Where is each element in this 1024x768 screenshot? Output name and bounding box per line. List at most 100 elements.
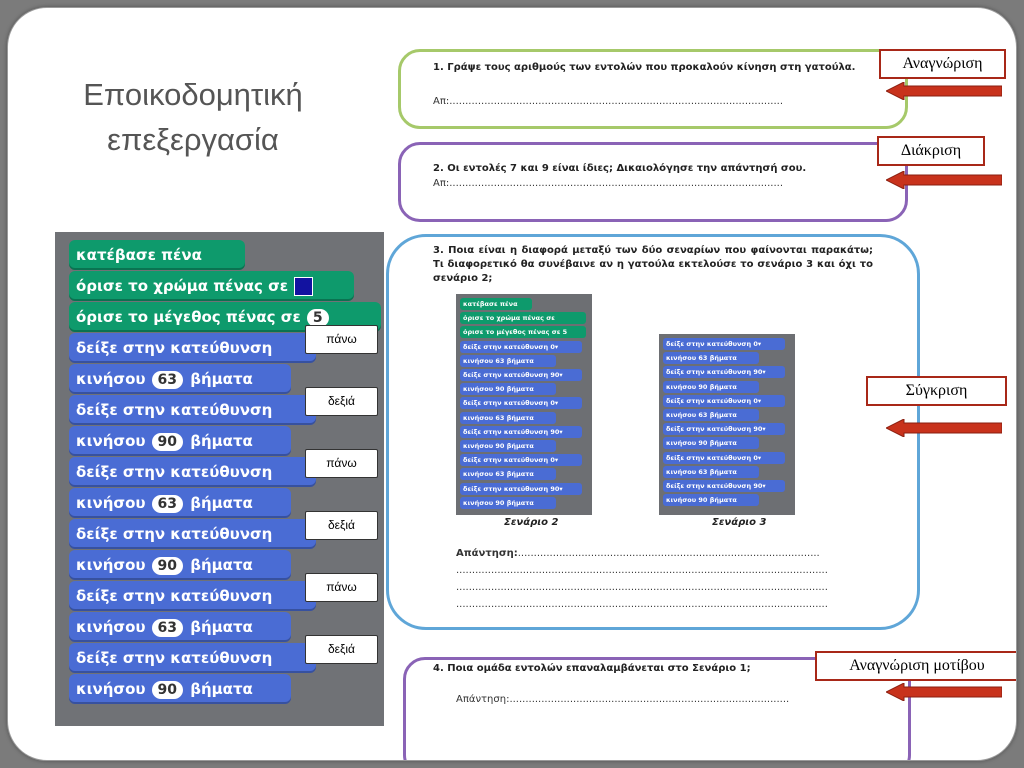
mini-pen-block: όρισε το χρώμα πένας σε <box>460 312 586 325</box>
mini-motion-block: κινήσου 90 βήματα <box>460 496 556 509</box>
block-label: κινήσου <box>76 680 146 698</box>
mini-motion-block: κινήσου 63 βήματα <box>663 352 759 365</box>
label-discrimination: Διάκριση <box>877 136 985 166</box>
slide-frame: Εποικοδομητική επεξεργασία κατέβασε πένα… <box>7 7 1017 761</box>
move-steps-block: κινήσου 63 βήματα <box>69 364 291 394</box>
mini-motion-block: κινήσου 90 βήματα <box>663 494 759 507</box>
point-direction-block: δείξε στην κατεύθυνση <box>69 457 316 487</box>
block-suffix: βήματα <box>185 680 253 698</box>
point-direction-block: δείξε στην κατεύθυνση <box>69 643 316 673</box>
mini-motion-block: δείξε στην κατεύθυνση 90▾ <box>663 366 785 379</box>
mini-motion-block: δείξε στην κατεύθυνση 0▾ <box>663 451 785 464</box>
arrow-left-icon <box>886 171 1002 189</box>
point-direction-block: δείξε στην κατεύθυνση <box>69 333 316 363</box>
direction-tag: δεξιά <box>305 511 378 540</box>
scenario-3-caption: Σενάριο 3 <box>712 517 767 528</box>
scratch-script-panel: κατέβασε πένα όρισε το χρώμα πένας σε όρισ… <box>55 232 384 726</box>
mini-motion-block: δείξε στην κατεύθυνση 90▾ <box>663 423 785 436</box>
mini-motion-block: κινήσου 63 βήματα <box>460 468 556 481</box>
question-1-answer-line: Απ:.....................................… <box>433 96 783 107</box>
block-number-input: 5 <box>306 309 329 327</box>
answer-line: ........................................… <box>456 599 828 610</box>
direction-tag: πάνω <box>305 325 378 354</box>
question-4-answer-line: Απάντηση:...............................… <box>456 694 790 705</box>
move-steps-block: κινήσου 90 βήματα <box>69 674 291 704</box>
move-steps-block: κινήσου 63 βήματα <box>69 612 291 642</box>
mini-motion-block: δείξε στην κατεύθυνση 0▾ <box>663 338 785 350</box>
block-number-input: 90 <box>151 557 183 575</box>
mini-motion-block: κινήσου 63 βήματα <box>663 409 759 421</box>
answer-line: ........................................… <box>456 582 828 593</box>
block-label: κατέβασε πένα <box>76 246 202 264</box>
block-label: όρισε το χρώμα πένας σε <box>76 277 289 295</box>
mini-pen-block: όρισε το μέγεθος πένας σε 5 <box>460 326 586 339</box>
block-number-input: 63 <box>151 371 183 389</box>
block-label: κινήσου <box>76 432 146 450</box>
block-label: δείξε στην κατεύθυνση <box>76 339 273 357</box>
scenario-3-script: δείξε στην κατεύθυνση 0▾κινήσου 63 βήματ… <box>659 334 795 515</box>
scenario-2-caption: Σενάριο 2 <box>504 517 559 528</box>
question-4-text: 4. Ποια ομάδα εντολών επαναλαμβάνεται στ… <box>433 663 751 674</box>
mini-motion-block: δείξε στην κατεύθυνση 0▾ <box>460 397 582 410</box>
question-3-answer-line: Απάντηση:...............................… <box>456 548 820 559</box>
arrow-left-icon <box>886 683 1002 701</box>
question-2-answer-line: Απ:.....................................… <box>433 178 783 189</box>
mini-motion-block: κινήσου 90 βήματα <box>460 440 556 452</box>
arrow-left-icon <box>886 82 1002 100</box>
mini-motion-block: κινήσου 63 βήματα <box>663 465 759 478</box>
direction-tag: πάνω <box>305 449 378 478</box>
mini-motion-block: κινήσου 90 βήματα <box>460 383 556 396</box>
block-number-input: 90 <box>151 433 183 451</box>
mini-motion-block: δείξε στην κατεύθυνση 90▾ <box>460 482 582 495</box>
question-2-text: 2. Οι εντολές 7 και 9 είναι ίδιες; Δικαι… <box>433 163 807 174</box>
mini-motion-block: κινήσου 90 βήματα <box>663 380 759 393</box>
mini-motion-block: δείξε στην κατεύθυνση 90▾ <box>460 369 582 381</box>
block-label: κινήσου <box>76 618 146 636</box>
label-comparison: Σύγκριση <box>866 376 1007 406</box>
move-steps-block: κινήσου 90 βήματα <box>69 426 291 456</box>
block-suffix: βήματα <box>185 618 253 636</box>
label-recognition: Αναγνώριση <box>879 49 1006 79</box>
mini-motion-block: δείξε στην κατεύθυνση 0▾ <box>460 340 582 353</box>
mini-motion-block: δείξε στην κατεύθυνση 0▾ <box>663 394 785 407</box>
point-direction-block: δείξε στην κατεύθυνση <box>69 395 316 425</box>
question-4-box <box>403 657 911 760</box>
block-label: όρισε το μέγεθος πένας σε <box>76 308 301 326</box>
mini-motion-block: δείξε στην κατεύθυνση 90▾ <box>460 425 582 438</box>
mini-motion-block: κινήσου 63 βήματα <box>460 411 556 424</box>
mini-motion-block: δείξε στην κατεύθυνση 0▾ <box>460 454 582 467</box>
block-number-input: 63 <box>151 619 183 637</box>
answer-prefix: Απάντηση: <box>456 694 510 705</box>
block-label: κινήσου <box>76 494 146 512</box>
point-direction-block: δείξε στην κατεύθυνση <box>69 519 316 549</box>
direction-tag: δεξιά <box>305 387 378 416</box>
mini-motion-block: κινήσου 63 βήματα <box>460 354 556 367</box>
mini-motion-block: κινήσου 90 βήματα <box>663 437 759 450</box>
direction-tag: πάνω <box>305 573 378 602</box>
block-suffix: βήματα <box>185 432 253 450</box>
pen-color-swatch <box>294 277 314 296</box>
block-label: δείξε στην κατεύθυνση <box>76 463 273 481</box>
direction-tag: δεξιά <box>305 635 378 664</box>
block-label: κινήσου <box>76 370 146 388</box>
block-label: δείξε στην κατεύθυνση <box>76 587 273 605</box>
block-label: δείξε στην κατεύθυνση <box>76 401 273 419</box>
pen-block: κατέβασε πένα <box>69 240 245 270</box>
point-direction-block: δείξε στην κατεύθυνση <box>69 581 316 611</box>
block-label: δείξε στην κατεύθυνση <box>76 525 273 543</box>
answer-prefix: Απάντηση: <box>456 548 518 559</box>
answer-prefix: Απ: <box>433 178 450 189</box>
slide-title: Εποικοδομητική επεξεργασία <box>83 77 303 157</box>
block-suffix: βήματα <box>185 494 253 512</box>
question-1-text: 1. Γράψε τους αριθμούς των εντολών που π… <box>433 62 856 73</box>
question-3-text: 3. Ποια είναι η διαφορά μεταξύ των δύο σ… <box>433 245 873 284</box>
block-suffix: βήματα <box>185 370 253 388</box>
block-number-input: 90 <box>151 681 183 699</box>
mini-pen-block: κατέβασε πένα <box>460 298 532 310</box>
arrow-left-icon <box>886 419 1002 437</box>
label-pattern-recognition: Αναγνώριση μοτίβου <box>815 651 1016 681</box>
